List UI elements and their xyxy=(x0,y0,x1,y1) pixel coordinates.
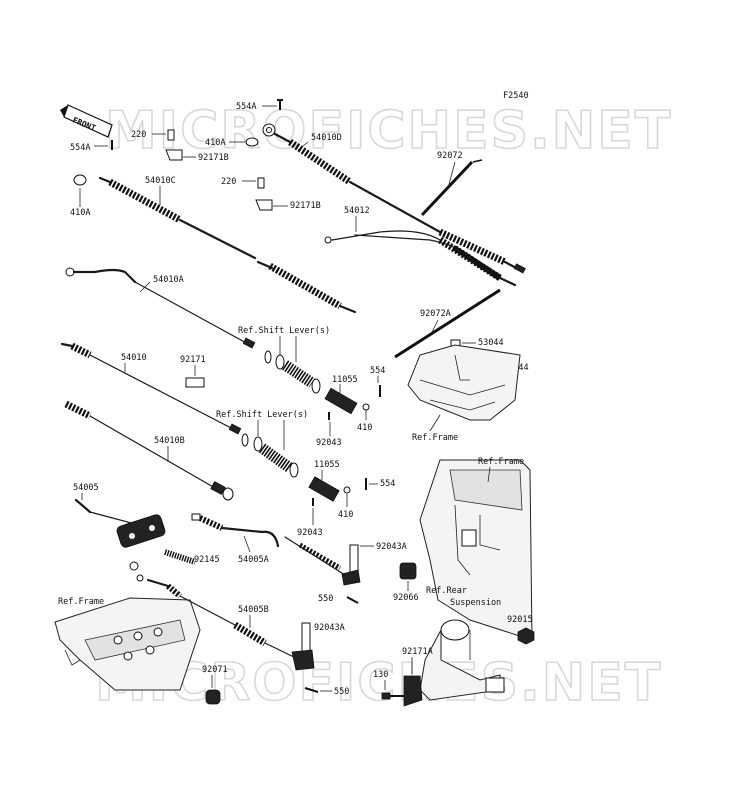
label-ref-shift-lever-a: Ref.Shift Lever(s) xyxy=(238,326,330,336)
front-arrow-icon: FRONT xyxy=(60,104,113,138)
label-54005: 54005 xyxy=(73,483,99,493)
label-130: 130 xyxy=(373,670,388,680)
label-11055-a: 11055 xyxy=(332,375,358,385)
label-92043-b: 92043 xyxy=(297,528,323,538)
label-11055-b: 11055 xyxy=(314,460,340,470)
rear-suspension-part xyxy=(419,619,505,701)
label-550-a: 550 xyxy=(318,594,333,604)
label-92071: 92071 xyxy=(202,665,228,675)
label-92043A-a: 92043A xyxy=(376,542,407,552)
label-92072: 92072 xyxy=(437,151,463,161)
label-410-a: 410 xyxy=(357,423,372,433)
cable-54010B xyxy=(64,400,234,501)
frame-part-right-middle xyxy=(419,459,533,641)
label-ref-rear: Ref.Rear xyxy=(426,586,467,596)
label-554A-top: 554A xyxy=(236,102,256,112)
label-ref-frame-c: Ref.Frame xyxy=(58,597,104,607)
label-550-b: 550 xyxy=(334,687,349,697)
label-92066: 92066 xyxy=(393,593,419,603)
screw-554A-top xyxy=(277,99,283,110)
label-92171: 92171 xyxy=(180,355,206,365)
label-220-a: 220 xyxy=(131,130,146,140)
label-54010: 54010 xyxy=(121,353,147,363)
cotter-550-b xyxy=(304,687,319,693)
bracket-11055-b xyxy=(308,476,340,502)
label-ref-frame-b: Ref.Frame xyxy=(478,457,524,467)
label-92145: 92145 xyxy=(194,555,220,565)
clip-92171B-a xyxy=(165,149,183,161)
grommet-92071 xyxy=(205,689,221,705)
bracket-11055-a xyxy=(324,387,358,415)
cotter-550-a xyxy=(346,596,359,604)
lever-92043A-a xyxy=(284,536,361,586)
label-54010C: 54010C xyxy=(145,176,176,186)
nut-92015 xyxy=(517,627,535,645)
watermark-top: MICROFICHES.NET xyxy=(105,101,672,161)
label-53044-a: 53044 xyxy=(478,338,504,348)
rod-92072 xyxy=(420,160,474,217)
spring-92145 xyxy=(164,549,196,565)
cable-54012 xyxy=(324,230,517,287)
clip-92171 xyxy=(185,377,205,388)
cable-54005 xyxy=(74,498,166,571)
bushing-92066 xyxy=(399,562,417,580)
label-54012: 54012 xyxy=(344,206,370,216)
washer-410-b xyxy=(343,486,351,494)
label-ref-rear-suspension: Suspension xyxy=(450,598,501,608)
clip-92171B-b xyxy=(255,199,273,211)
label-92171B-b: 92171B xyxy=(290,201,321,211)
cable-54010A xyxy=(65,267,256,349)
label-54005B: 54005B xyxy=(238,605,269,615)
label-554A-left: 554A xyxy=(70,143,90,153)
bolt-220-a xyxy=(167,129,175,141)
frame-part-bottom-left xyxy=(54,597,201,691)
shift-lever-assembly-a xyxy=(264,350,321,394)
label-92043A-b: 92043A xyxy=(314,623,345,633)
label-92015: 92015 xyxy=(507,615,533,625)
frame-part-top-right xyxy=(407,344,521,421)
label-554-b: 554 xyxy=(380,479,395,489)
cable-54010C xyxy=(73,174,357,314)
washer-410-a xyxy=(362,403,370,411)
bolt-130 xyxy=(381,692,404,700)
label-410A-b: 410A xyxy=(70,208,90,218)
rod-92072A xyxy=(394,288,501,359)
label-ref-frame-a: Ref.Frame xyxy=(412,433,458,443)
label-410A-a: 410A xyxy=(205,138,225,148)
label-54005A: 54005A xyxy=(238,555,269,565)
label-410-b: 410 xyxy=(338,510,353,520)
label-92072A: 92072A xyxy=(420,309,451,319)
label-92171A: 92171A xyxy=(402,647,433,657)
shift-lever-assembly-b xyxy=(241,433,299,478)
label-54010A: 54010A xyxy=(153,275,184,285)
cable-54005A xyxy=(191,513,280,548)
label-ref-shift-lever-b: Ref.Shift Lever(s) xyxy=(216,410,308,420)
label-92043-a: 92043 xyxy=(316,438,342,448)
label-54010D: 54010D xyxy=(311,133,342,143)
label-92171B-a: 92171B xyxy=(198,153,229,163)
figure-code: F2540 xyxy=(503,91,529,101)
washer-410A-top xyxy=(245,137,259,147)
label-220-b: 220 xyxy=(221,177,236,187)
label-554-a: 554 xyxy=(370,366,385,376)
lever-92043A-b xyxy=(291,622,315,671)
cable-54010 xyxy=(60,342,242,435)
label-54010B: 54010B xyxy=(154,436,185,446)
bolt-220-b xyxy=(257,177,265,189)
